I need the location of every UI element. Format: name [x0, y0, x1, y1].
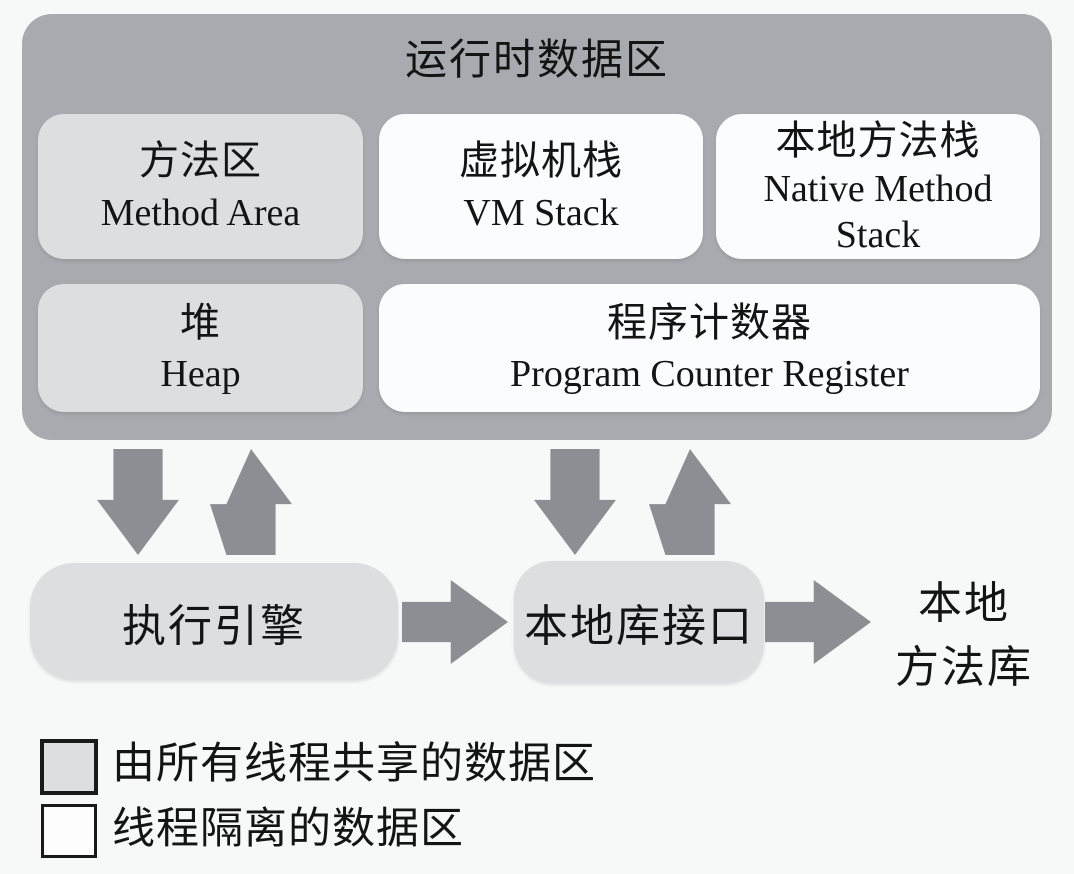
native-method-stack-label-zh: 本地方法栈	[775, 117, 981, 163]
native-method-stack-label-en: Native Method Stack	[763, 168, 993, 256]
right-arrow-icon-2	[765, 580, 871, 664]
vm-stack-label-zh: 虚拟机栈	[459, 138, 623, 184]
runtime-data-area-title: 运行时数据区	[404, 38, 669, 84]
program-counter-box: 程序计数器 Program Counter Register	[379, 284, 1040, 412]
execution-engine-box: 执行引擎	[30, 563, 398, 680]
legend-swatch-isolated	[41, 804, 97, 858]
down-arrow-icon-left	[97, 449, 179, 555]
down-arrow-icon-right	[534, 449, 616, 555]
right-arrow-icon-1	[402, 580, 508, 664]
up-arrow-icon-left	[210, 449, 292, 555]
execution-engine-label: 执行引擎	[122, 601, 306, 651]
vm-stack-box: 虚拟机栈 VM Stack	[379, 114, 703, 259]
method-area-label-en: Method Area	[100, 191, 301, 234]
legend-label-shared: 由所有线程共享的数据区	[112, 741, 596, 788]
native-method-stack-box: 本地方法栈 Native Method Stack	[716, 114, 1040, 259]
native-library-interface-box: 本地库接口	[514, 561, 764, 683]
native-method-library-line1: 本地	[918, 579, 1010, 628]
legend-label-isolated: 线程隔离的数据区	[112, 806, 464, 853]
heap-label-zh: 堆	[180, 299, 221, 345]
vm-stack-label-en: VM Stack	[463, 191, 619, 234]
method-area-label-zh: 方法区	[139, 138, 262, 184]
native-library-interface-label: 本地库接口	[524, 602, 754, 651]
legend-swatch-shared	[40, 739, 98, 795]
native-method-library-label: 本地 方法库	[866, 572, 1062, 700]
up-arrow-icon-right	[649, 449, 731, 555]
runtime-data-area-container: 运行时数据区 方法区 Method Area 虚拟机栈 VM Stack 本地方…	[22, 14, 1052, 440]
method-area-box: 方法区 Method Area	[38, 114, 363, 259]
program-counter-label-zh: 程序计数器	[607, 299, 812, 345]
heap-box: 堆 Heap	[38, 284, 363, 412]
program-counter-label-en: Program Counter Register	[510, 353, 909, 396]
native-method-library-line2: 方法库	[895, 642, 1033, 692]
heap-label-en: Heap	[160, 353, 241, 396]
